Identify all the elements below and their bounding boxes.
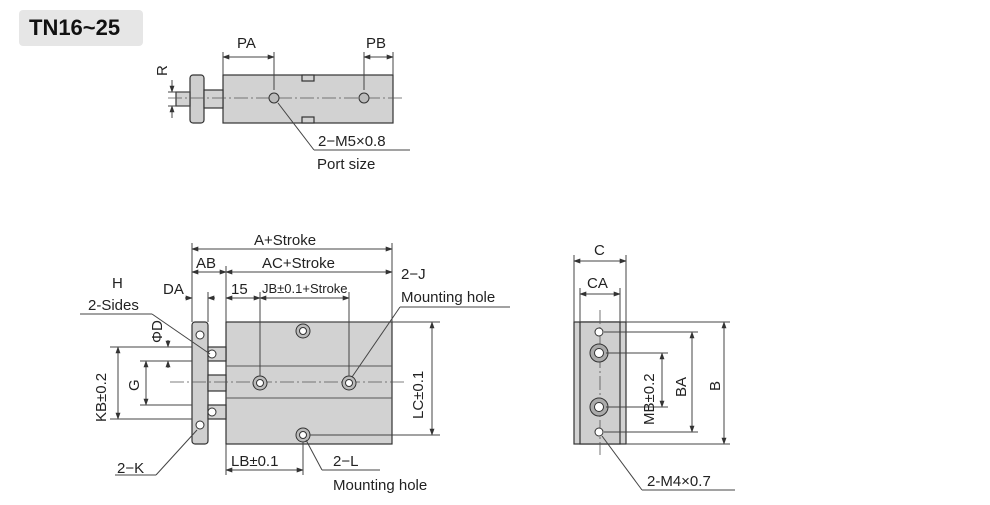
top-end-plate — [189, 74, 205, 124]
label-kb: KB±0.2 — [93, 372, 110, 422]
top-rod — [203, 89, 224, 109]
front-j-hole-right-inner — [345, 379, 353, 387]
label-port-thread: 2−M5×0.8 — [318, 133, 386, 150]
label-mb: MB±0.2 — [641, 373, 658, 425]
label-15: 15 — [231, 281, 248, 298]
label-2l: 2−L — [333, 453, 359, 470]
top-slot-lower — [301, 116, 315, 124]
label-da: DA — [163, 281, 184, 298]
front-cylinder-body — [225, 321, 393, 445]
label-pb: PB — [366, 35, 387, 52]
label-g: G — [126, 379, 143, 391]
label-c: C — [594, 242, 605, 259]
front-thread-lower — [207, 407, 217, 417]
title-badge — [19, 10, 143, 46]
side-thread-bottom — [594, 427, 604, 437]
side-thread-top — [594, 327, 604, 337]
top-slot-upper — [301, 74, 315, 82]
label-h-sides: 2-Sides — [88, 297, 139, 314]
label-r: R — [154, 65, 171, 76]
front-thread-upper — [207, 349, 217, 359]
front-plate-hole-top — [195, 330, 205, 340]
front-view — [80, 243, 510, 476]
front-plate-hole-bottom — [195, 420, 205, 430]
label-b: B — [707, 380, 724, 391]
label-ca: CA — [587, 275, 608, 292]
model-title: TN16~25 — [29, 15, 121, 40]
top-rod-boss — [175, 91, 191, 107]
side-rod-lower-inner — [594, 402, 604, 412]
label-ac-stroke: AC+Stroke — [262, 255, 335, 272]
front-rod-center — [207, 374, 227, 392]
label-2j: 2−J — [401, 266, 426, 283]
label-lb: LB±0.1 — [231, 453, 279, 470]
label-2l-desc: Mounting hole — [333, 477, 428, 494]
label-ba: BA — [673, 376, 690, 397]
label-2k: 2−K — [117, 460, 145, 477]
top-view — [168, 52, 410, 151]
top-port-left — [268, 92, 280, 104]
label-phi-d: ΦD — [149, 320, 166, 343]
label-jb: JB±0.1+Stroke — [262, 281, 348, 296]
label-2j-desc: Mounting hole — [401, 289, 496, 306]
side-rod-upper-inner — [594, 348, 604, 358]
label-lc: LC±0.1 — [410, 370, 427, 419]
label-h: H — [112, 275, 123, 292]
label-port-size: Port size — [317, 156, 376, 173]
front-j-hole-left-inner — [256, 379, 264, 387]
front-mount-hole-bottom-inner — [299, 431, 307, 439]
top-port-right — [358, 92, 370, 104]
label-ab: AB — [196, 255, 217, 272]
label-m4: 2-M4×0.7 — [647, 473, 711, 490]
label-a-stroke: A+Stroke — [254, 232, 317, 249]
side-view — [573, 255, 735, 491]
label-pa: PA — [237, 35, 256, 52]
front-mount-hole-top-inner — [299, 327, 307, 335]
